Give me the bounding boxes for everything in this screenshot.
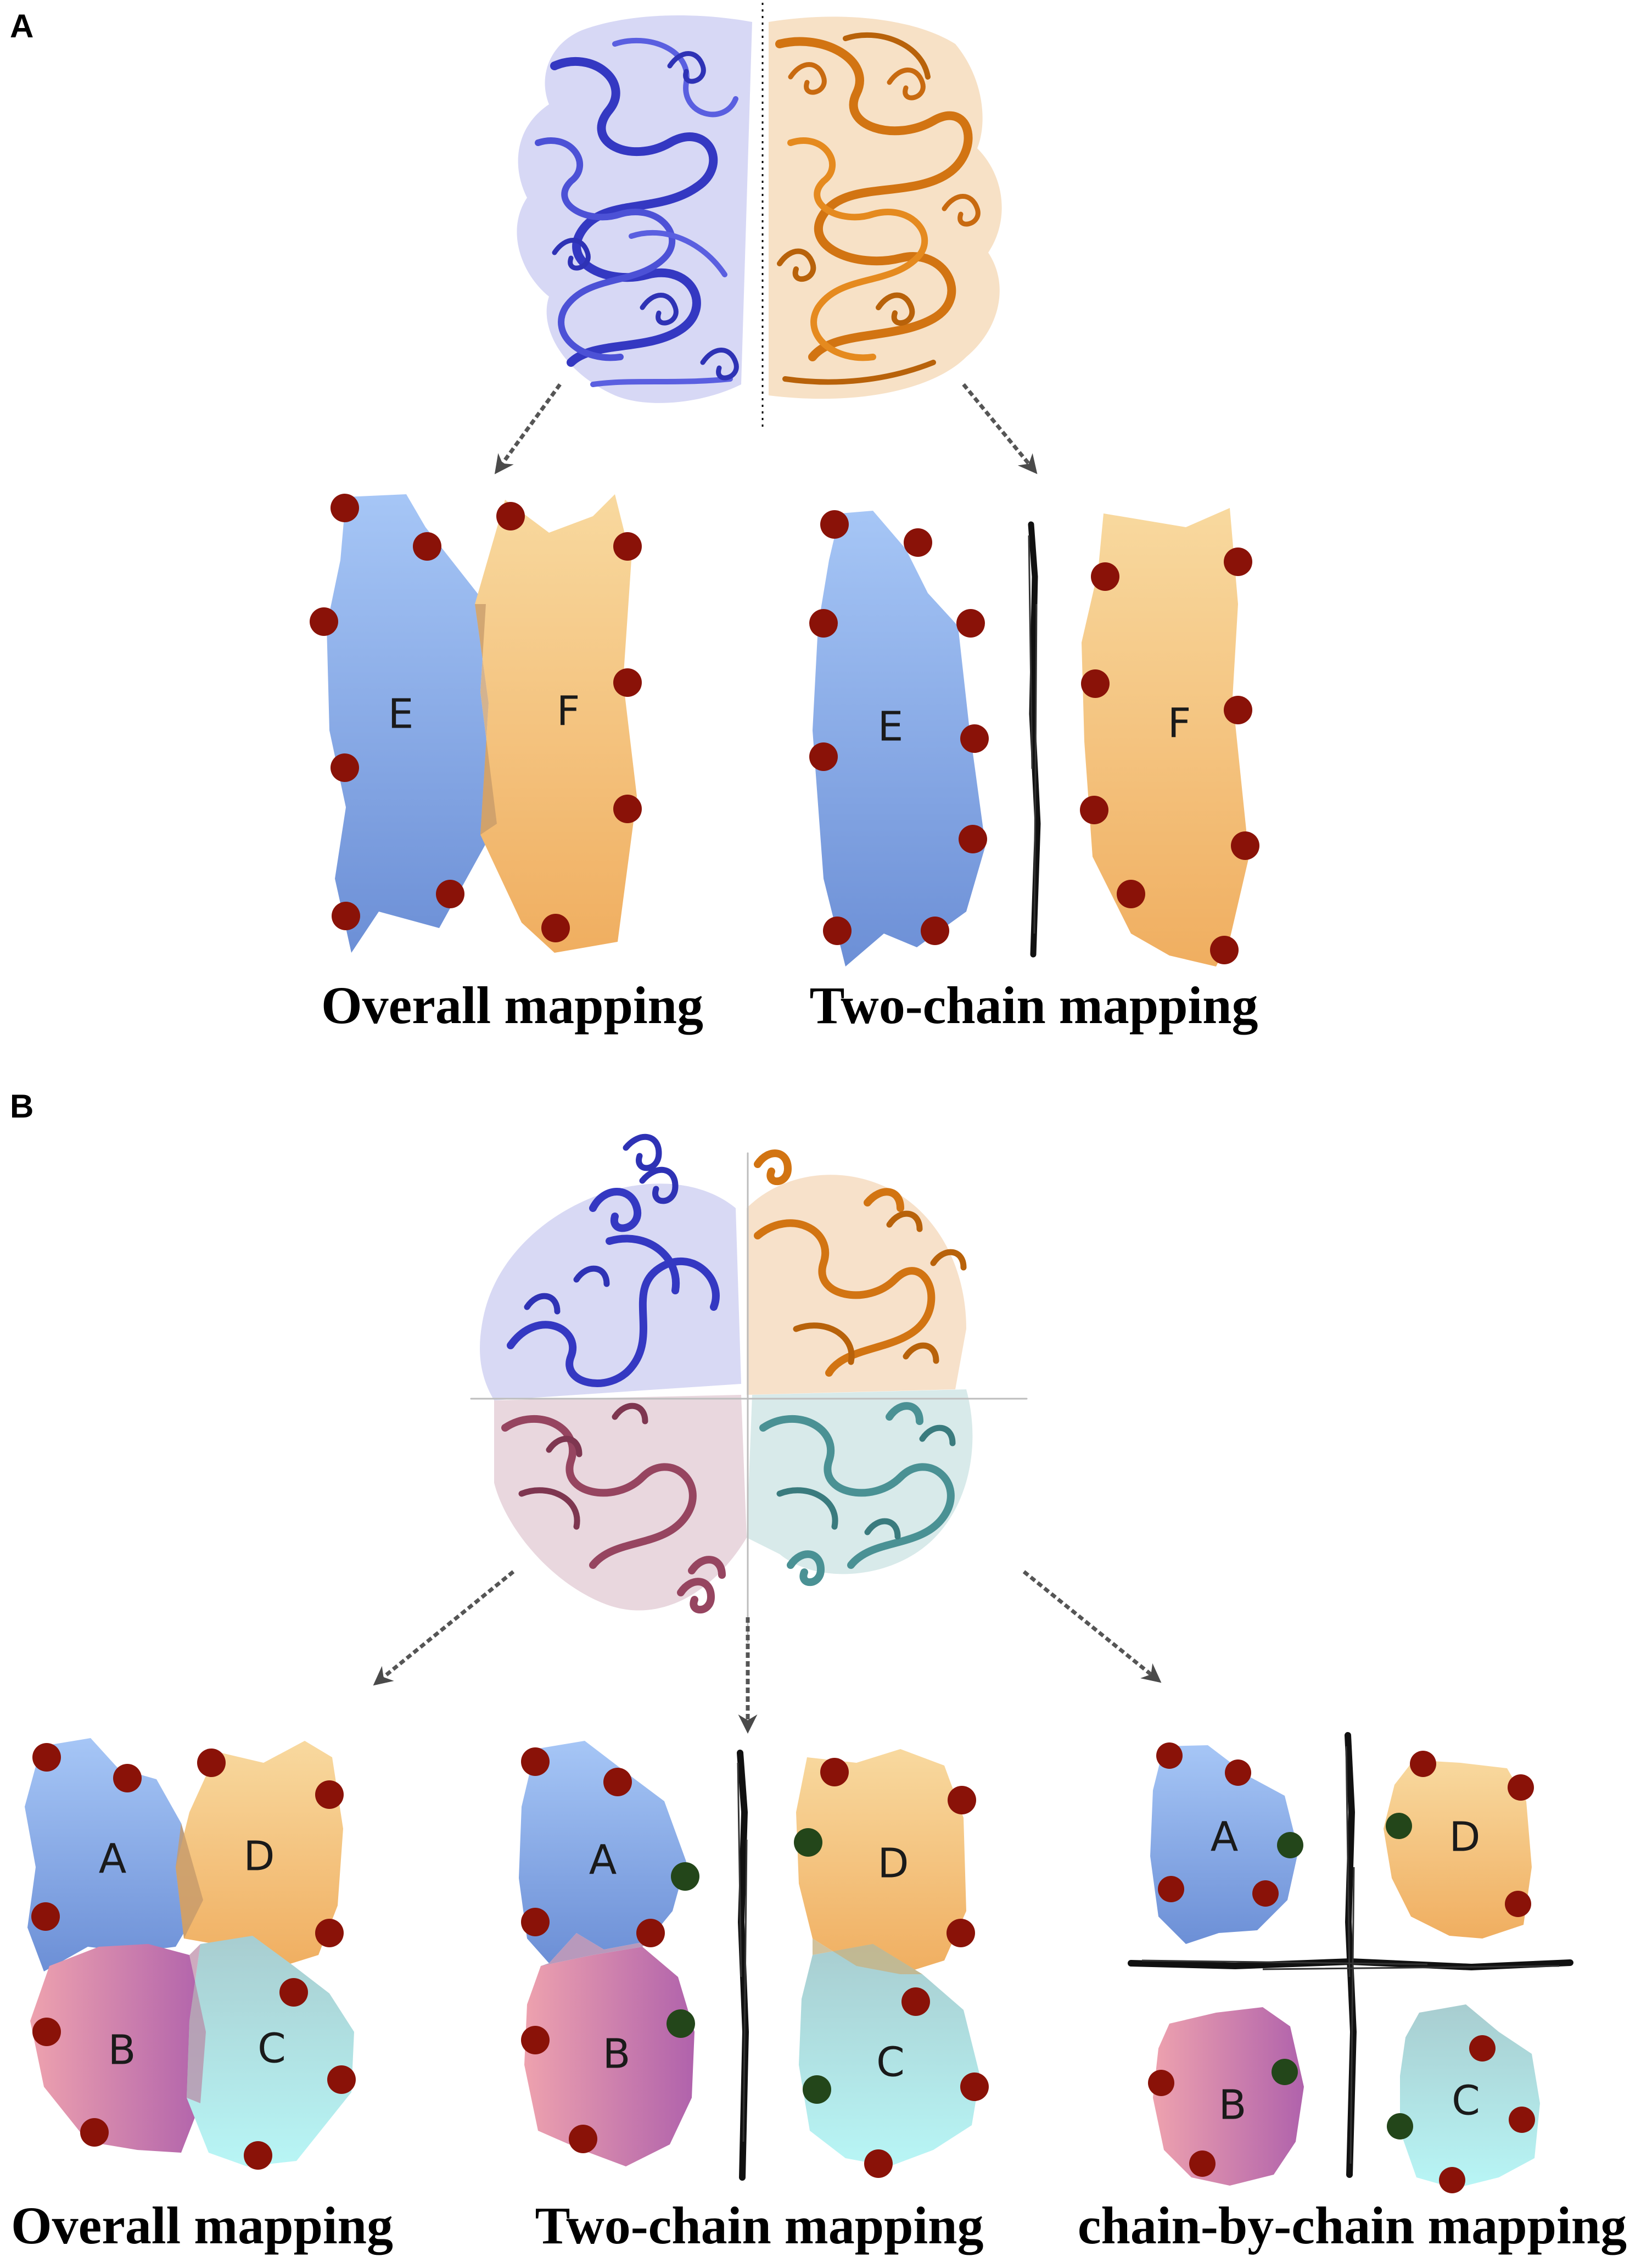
layout-overall-mapping-b: A D B C Overall mapping xyxy=(11,1738,393,2255)
chain-shape-c xyxy=(187,1936,354,2166)
chain-orange xyxy=(769,16,1002,399)
chain-shape-f xyxy=(1082,508,1249,967)
panel-letter: B xyxy=(10,1088,33,1125)
binding-site-dots xyxy=(521,1747,989,2178)
panel-b: B xyxy=(10,1088,1627,2255)
chain-label: B xyxy=(1219,2082,1247,2129)
chain-label: B xyxy=(108,2027,136,2074)
chain-shape-a xyxy=(25,1738,203,1971)
layout-caption: Two-chain mapping xyxy=(535,2196,983,2255)
chain-blue xyxy=(517,15,752,403)
panel-a: A E xyxy=(10,3,1259,1035)
chain-label: C xyxy=(257,2025,286,2073)
chain-label: C xyxy=(1452,2077,1480,2125)
chain-label: A xyxy=(99,1836,127,1883)
layout-caption: Two-chain mapping xyxy=(809,976,1258,1035)
binding-site-dots xyxy=(809,510,1259,964)
chain-label: F xyxy=(1168,700,1191,747)
layout-caption: Overall mapping xyxy=(321,976,703,1035)
protein-structure-a xyxy=(517,3,1002,428)
overlap-region xyxy=(475,604,497,835)
layout-two-chain-mapping-a: E F Two-chain mapping xyxy=(809,508,1259,1035)
chain-shape-b xyxy=(1153,2007,1304,2186)
chain-shape-a xyxy=(519,1741,686,1963)
chain-label: E xyxy=(388,691,414,738)
arrow-left xyxy=(494,383,562,474)
layout-chain-by-chain-mapping-b: A D B C chain-by-chain mapping xyxy=(1078,1732,1627,2255)
overlap-region xyxy=(187,1944,206,2103)
overlap-region xyxy=(813,1939,922,1974)
binding-site-dots xyxy=(310,494,642,942)
layout-overall-mapping-a: E F Overall mapping xyxy=(310,494,703,1035)
chain-label: F xyxy=(557,688,580,735)
chain-shape-e xyxy=(327,494,497,953)
protein-structure-b xyxy=(470,1133,1028,1643)
arrow-right xyxy=(962,383,1038,474)
interface-site-dots xyxy=(667,1828,831,2104)
arrow-right xyxy=(1022,1570,1162,1683)
chain-shape-d xyxy=(1384,1760,1532,1939)
chain-shape-b xyxy=(524,1947,695,2166)
chain-shape-f xyxy=(475,494,637,953)
chain-shape-e xyxy=(813,511,985,967)
layout-caption: chain-by-chain mapping xyxy=(1078,2196,1627,2255)
chain-shape-b xyxy=(30,1944,206,2153)
layout-caption: Overall mapping xyxy=(11,2196,393,2255)
binding-site-dots xyxy=(1148,1742,1535,2193)
overlap-region xyxy=(176,1823,203,1939)
chain-label: B xyxy=(603,2031,631,2078)
interface-site-dots xyxy=(1272,1813,1413,2139)
binding-site-dots xyxy=(31,1743,356,2170)
chain-label: A xyxy=(1211,1814,1239,1861)
chain-shape-c xyxy=(799,1944,980,2166)
chain-label: D xyxy=(244,1833,275,1880)
chain-label: C xyxy=(876,2039,905,2086)
chain-label: D xyxy=(878,1840,909,1887)
overlap-region xyxy=(541,1933,648,1966)
divider-line xyxy=(1128,1958,1573,1971)
panel-letter: A xyxy=(10,8,33,44)
chain-shape-c xyxy=(1400,2004,1540,2188)
chain-shape-d xyxy=(176,1741,343,1969)
chain-label: A xyxy=(589,1837,617,1884)
arrow-left xyxy=(373,1570,515,1686)
layout-two-chain-mapping-b: A D B C Two-chain mapping xyxy=(519,1741,989,2255)
chain-shape-d xyxy=(796,1749,966,1974)
chain-label: D xyxy=(1449,1814,1481,1861)
chain-label: E xyxy=(878,703,904,751)
